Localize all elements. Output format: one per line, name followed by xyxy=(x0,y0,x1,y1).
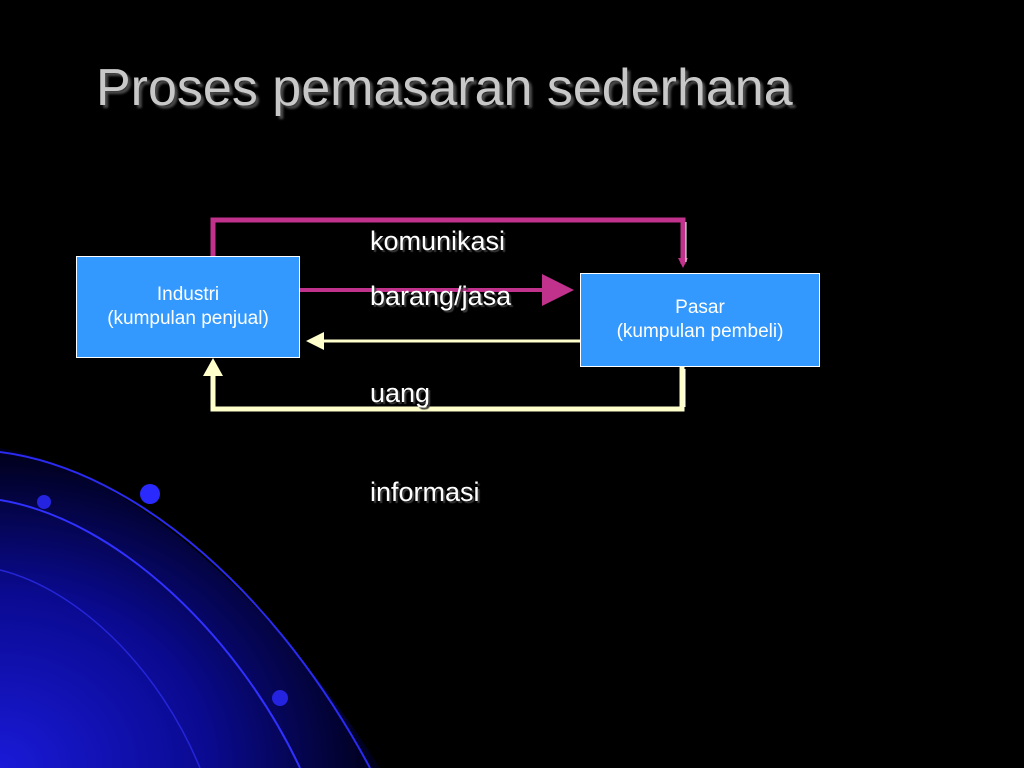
decor-dot-bottom xyxy=(272,690,288,706)
arrow-komunikasi xyxy=(210,217,688,268)
decor-arc-middle xyxy=(0,499,301,768)
flow-label-uang: uang xyxy=(370,378,431,408)
industri-name: Industri xyxy=(156,284,220,306)
pasar-name: Pasar xyxy=(675,297,725,319)
arrow-informasi-head xyxy=(203,358,223,376)
pasar-box: Pasar (kumpulan pembeli) xyxy=(580,273,820,367)
decor-arc-inner xyxy=(0,569,201,768)
slide-title: Proses pemasaran sederhana xyxy=(96,59,793,117)
decor-dot-large xyxy=(140,484,160,504)
flow-label-komunikasi: komunikasi xyxy=(370,226,506,256)
decor-arc-outer xyxy=(0,451,371,768)
flow-label-informasi: informasi xyxy=(370,477,480,507)
blue-sweep-shape xyxy=(0,448,380,768)
industri-box: Industri (kumpulan penjual) xyxy=(76,256,300,358)
pasar-subtitle: (kumpulan pembeli) xyxy=(616,321,784,342)
industri-subtitle: (kumpulan penjual) xyxy=(107,308,269,329)
decor-dot-small xyxy=(37,495,51,509)
flow-label-barang-jasa: barang/jasa xyxy=(370,281,512,311)
arrow-informasi xyxy=(210,367,685,412)
